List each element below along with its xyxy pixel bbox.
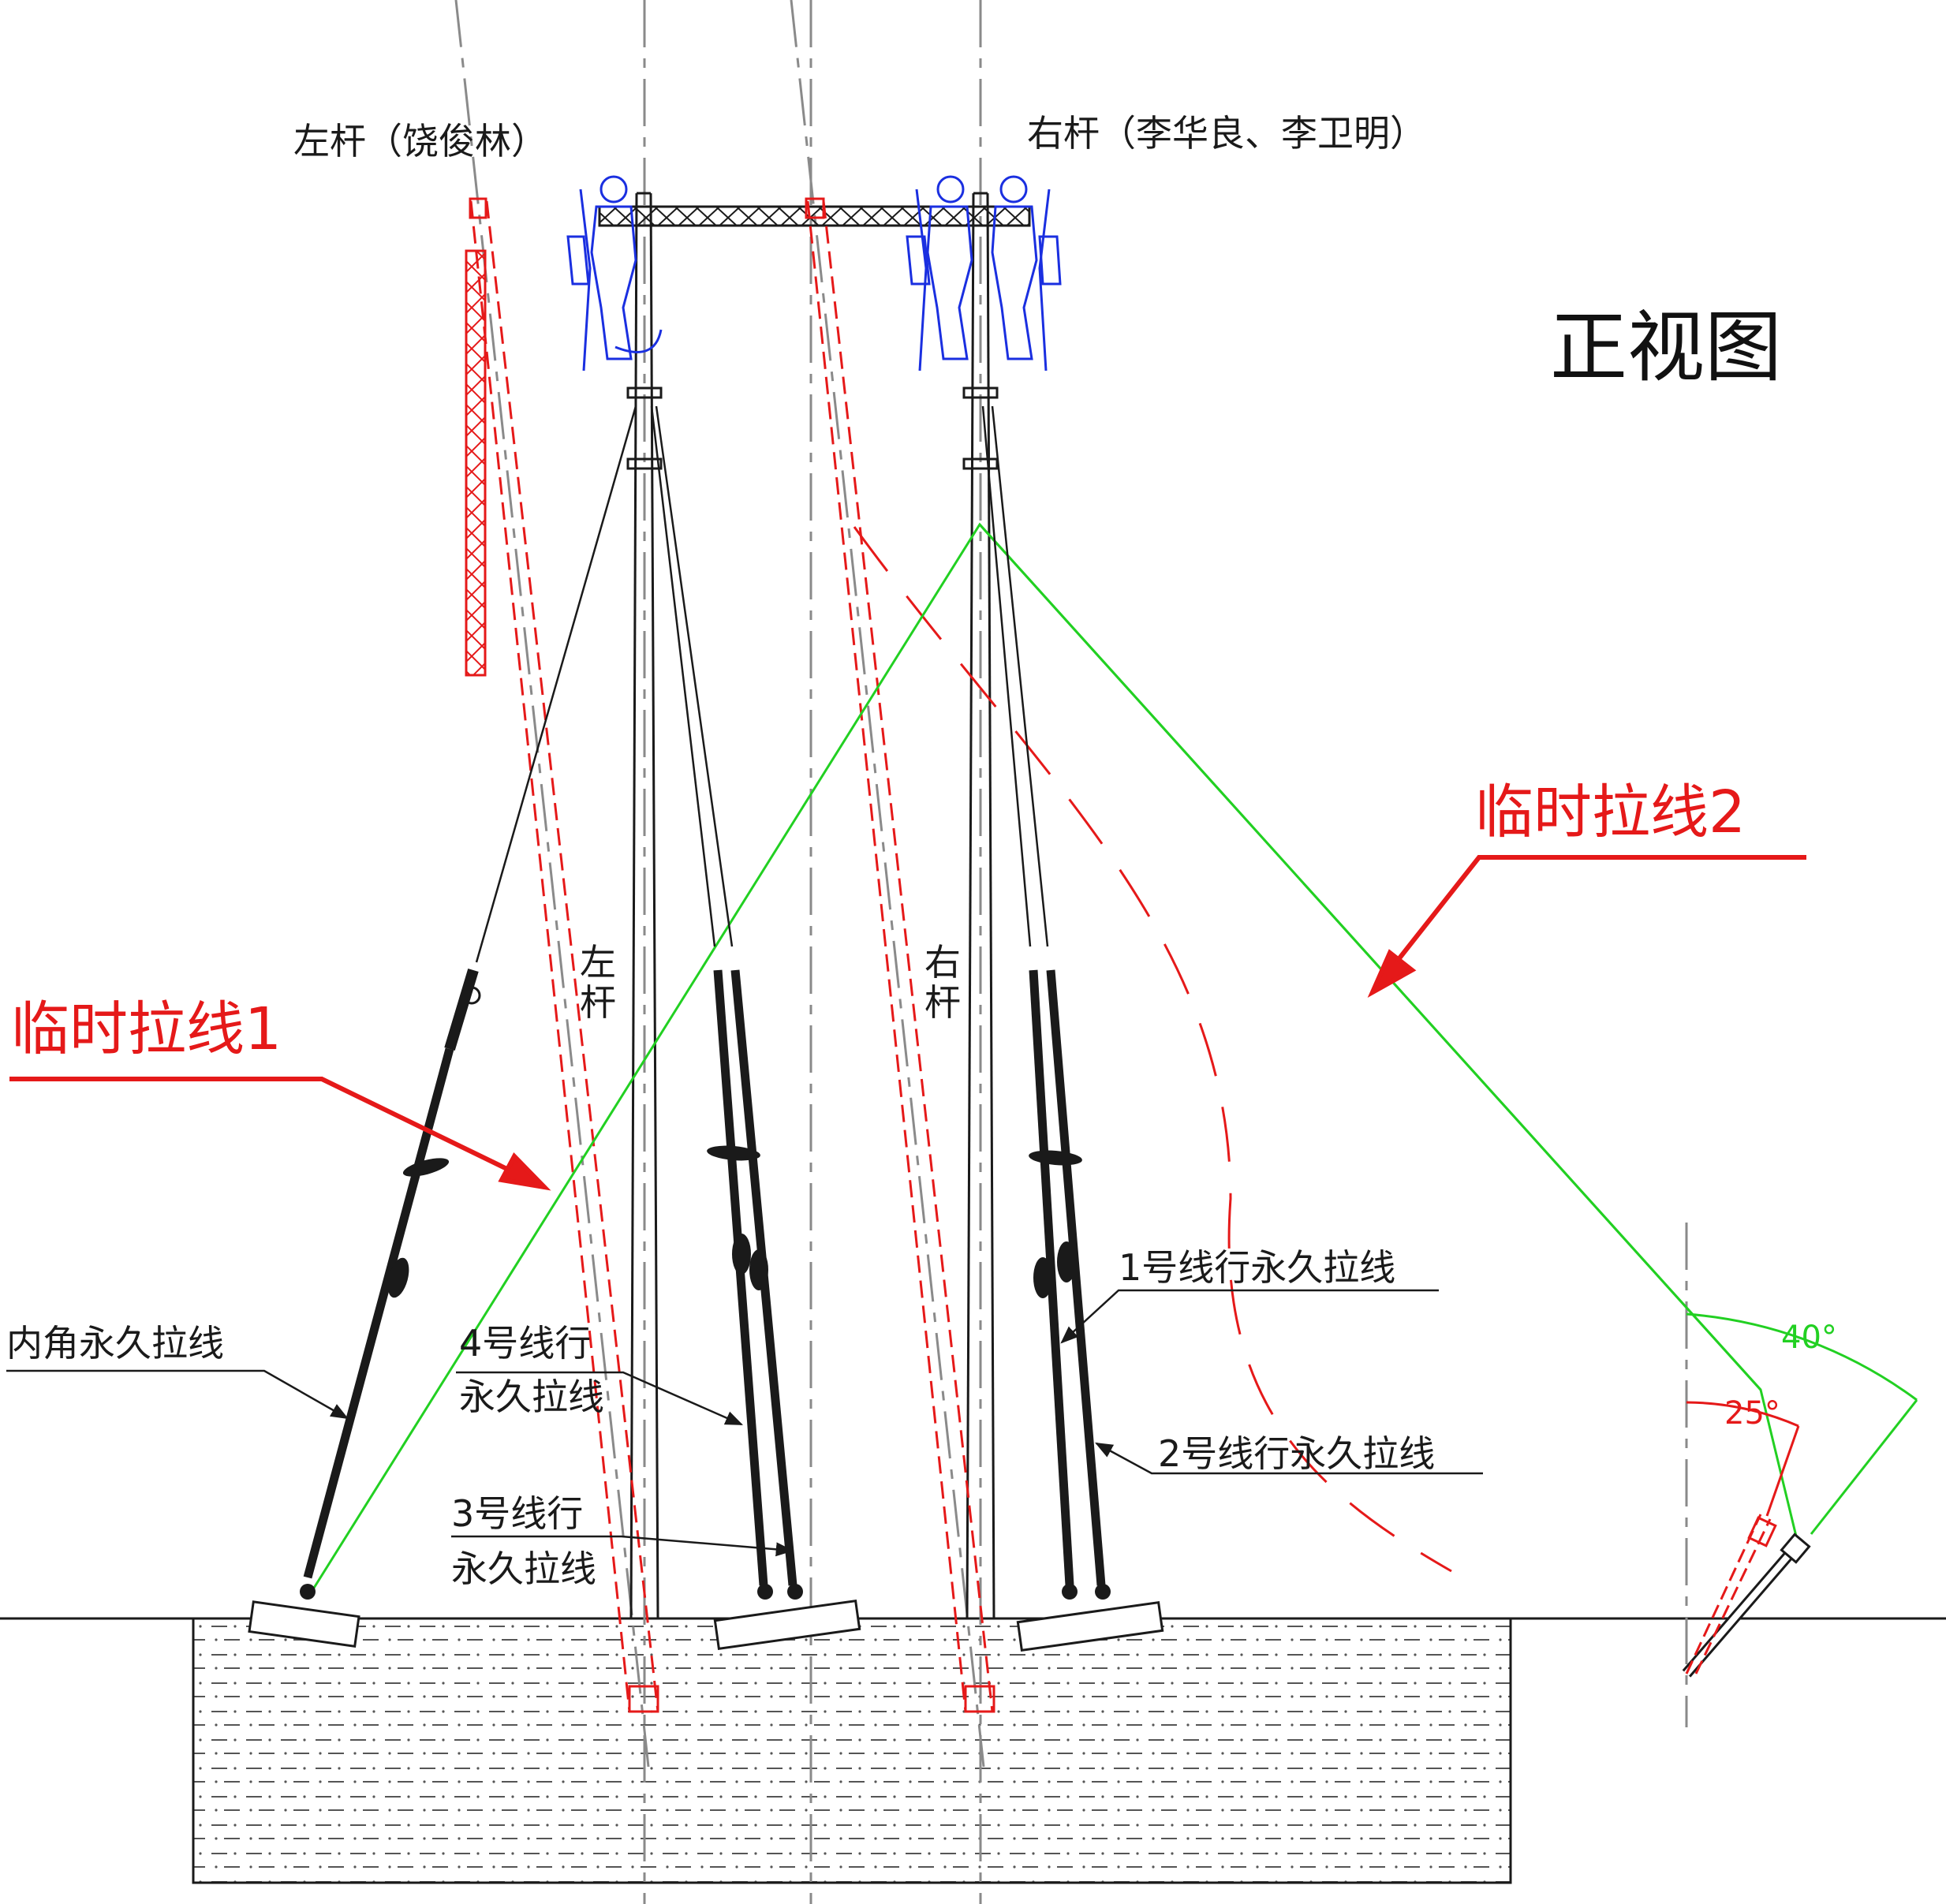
permanent-guy-wires	[475, 405, 1049, 963]
left-pole-label: 左 杆	[580, 941, 616, 1024]
right-pole-label: 右 杆	[924, 941, 961, 1024]
lineman-figure-icon	[566, 175, 663, 371]
lowered-truss	[465, 249, 487, 677]
angle-40-label: 40°	[1781, 1320, 1837, 1356]
temp-pole-ends	[469, 197, 995, 1713]
guy-4-label-line1: 4号线行	[459, 1322, 592, 1365]
right-pole-header: 右杆（李华良、李卫明）	[1027, 112, 1426, 155]
lineman-figure-icon	[991, 175, 1062, 371]
guy-2-label: 2号线行永久拉线	[1158, 1432, 1436, 1475]
pile-anchor-icon	[1682, 1514, 1811, 1678]
tilted-axis-left	[454, 0, 650, 1768]
guy-1-label: 1号线行永久拉线	[1119, 1246, 1396, 1289]
soil-block	[192, 1617, 1512, 1884]
temp-guy-green	[310, 522, 1800, 1592]
lineman-figure-icon	[906, 175, 973, 371]
temp-pole-outlines	[469, 200, 994, 1712]
guy-3-label-line2: 永久拉线	[451, 1547, 596, 1590]
left-pole-header: 左杆（饶俊林）	[293, 120, 547, 162]
ground-anchor-icon	[248, 1600, 360, 1648]
view-title: 正视图	[1550, 303, 1783, 393]
angle-marks	[1686, 1312, 1918, 1535]
right-pole	[962, 192, 999, 1619]
inner-guy-assembly	[300, 968, 481, 1600]
ground-anchor-icon	[713, 1599, 861, 1651]
left-pole	[626, 192, 663, 1619]
anchor-plates	[248, 1599, 1164, 1652]
ground-anchor-icon	[1016, 1600, 1164, 1652]
tilted-axis-right	[790, 0, 985, 1768]
angle-25-label: 25°	[1724, 1395, 1780, 1432]
temp-guy-1-label: 临时拉线1	[11, 995, 282, 1063]
inner-guy-label: 内角永久拉线	[6, 1322, 224, 1365]
temp-guy-2-leader	[1367, 855, 1806, 998]
swing-arc	[853, 526, 1452, 1573]
temp-guy-1-leader	[9, 1077, 551, 1191]
guy-3-label-line1: 3号线行	[451, 1492, 584, 1535]
cross-truss	[598, 205, 1031, 227]
guy-3-4-assembly	[707, 969, 803, 1600]
guy-1-2-assembly	[1029, 969, 1111, 1600]
annotation-leaders	[6, 1289, 1483, 1557]
guy-4-label-line2: 永久拉线	[459, 1376, 604, 1418]
temp-guy-2-label: 临时拉线2	[1475, 778, 1746, 846]
ground	[0, 1617, 1946, 1884]
